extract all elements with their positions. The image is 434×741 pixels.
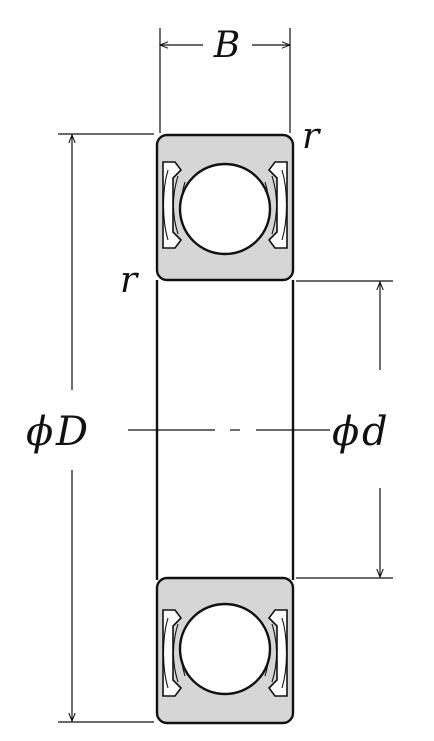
chamfer-label-top: r <box>302 116 321 157</box>
outer-diameter-symbol: ϕ <box>26 409 53 455</box>
inner-diameter-dimension: ϕ d <box>296 280 393 579</box>
width-dimension: B <box>160 25 290 133</box>
upper-ring-section <box>155 133 295 282</box>
inner-diameter-label: d <box>362 409 388 455</box>
outer-diameter-dimension: ϕ D <box>26 133 154 723</box>
chamfer-label-left: r <box>120 260 139 301</box>
inner-diameter-symbol: ϕ <box>332 409 359 455</box>
width-label: B <box>213 25 240 66</box>
lower-ring-section <box>155 576 295 725</box>
outer-diameter-label: D <box>55 409 88 455</box>
